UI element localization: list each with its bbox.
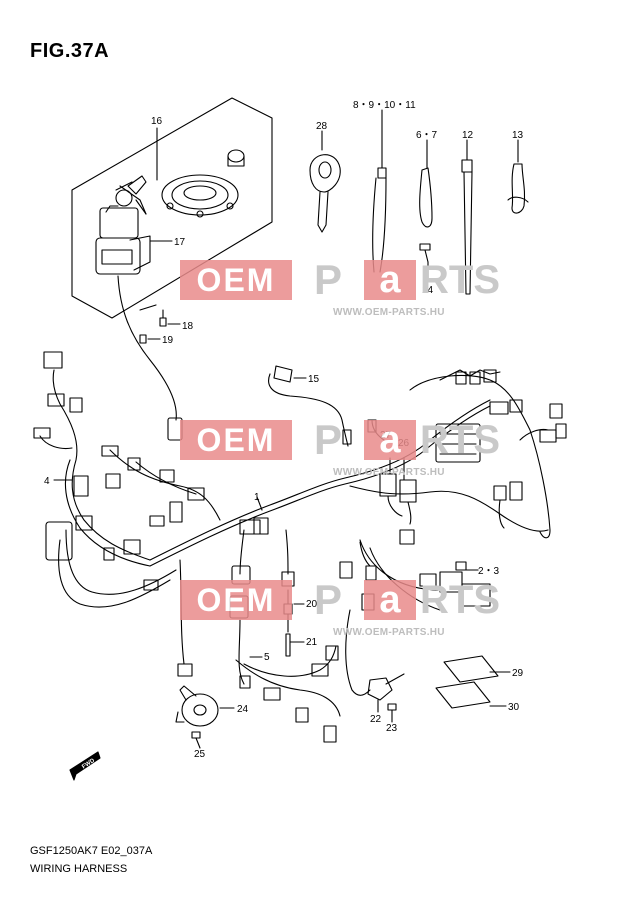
fuel-cap-lock xyxy=(161,174,239,218)
watermark-a: a xyxy=(364,259,416,301)
callout-numbers: 16 17 18 19 28 8・9・10・11 6・7 12 13 14 15… xyxy=(44,100,524,760)
left-branch-4 xyxy=(33,351,151,567)
watermark-p: P xyxy=(313,256,342,303)
bolt-25 xyxy=(191,731,201,749)
callout-30: 30 xyxy=(508,702,520,713)
watermark-middle: OEM P a RTS xyxy=(180,416,530,463)
lower-branch-5 xyxy=(235,659,341,717)
watermark-oem: OEM xyxy=(180,580,292,620)
watermark-rts: RTS xyxy=(420,417,500,462)
callout-14: 14 xyxy=(422,285,434,296)
left-lower-branch xyxy=(45,515,193,677)
callout-23: 23 xyxy=(386,723,398,734)
callout-29: 29 xyxy=(512,668,524,679)
callout-19: 19 xyxy=(162,335,174,346)
callout-8-11: 8・9・10・11 xyxy=(353,100,416,111)
gear-switch-lead xyxy=(285,529,289,575)
pad-30 xyxy=(435,681,491,709)
bolt-14 xyxy=(419,243,431,283)
clamp-13 xyxy=(507,139,529,214)
watermark-oem: OEM xyxy=(180,420,292,460)
callout-1: 1 xyxy=(254,492,260,503)
tie-12 xyxy=(461,139,473,295)
callout-21: 21 xyxy=(306,637,318,648)
callout-24: 24 xyxy=(237,704,249,715)
ignition-switch xyxy=(95,181,173,275)
watermark-a: a xyxy=(364,579,416,621)
watermark-rts: RTS xyxy=(420,257,500,302)
clamp-8-11 xyxy=(372,109,387,273)
watermark-oem: OEM xyxy=(180,260,292,300)
sensor-lead-15 xyxy=(268,365,352,447)
callout-12: 12 xyxy=(462,130,474,141)
front-connectors xyxy=(101,445,221,561)
watermark-p: P xyxy=(313,416,342,463)
figure-caption: WIRING HARNESS xyxy=(30,863,128,875)
callout-15: 15 xyxy=(308,374,320,385)
callout-22: 22 xyxy=(370,714,382,725)
watermark-rts: RTS xyxy=(420,577,500,622)
watermark-a: a xyxy=(364,419,416,461)
bolt-23 xyxy=(387,703,397,723)
clamp-6-7 xyxy=(419,139,433,228)
watermark-top: OEM P a RTS xyxy=(180,256,530,303)
seat-lock xyxy=(227,149,245,167)
callout-20: 20 xyxy=(306,599,318,610)
callout-16: 16 xyxy=(151,116,163,127)
figure-title: FIG.37A xyxy=(30,40,110,62)
callout-5: 5 xyxy=(264,652,270,663)
watermark-bottom: OEM P a RTS xyxy=(180,576,530,623)
bolt-18 xyxy=(159,309,181,327)
box-key xyxy=(127,175,147,215)
leader-1 xyxy=(256,496,263,511)
main-harness-trunk xyxy=(149,399,491,561)
callout-28: 28 xyxy=(316,121,328,132)
right-harness xyxy=(409,374,551,539)
watermark-url-middle: WWW.OEM-PARTS.HU xyxy=(333,467,445,478)
fwd-arrow xyxy=(69,751,101,781)
watermark-p: P xyxy=(313,576,342,623)
callout-2-3: 2・3 xyxy=(478,566,500,577)
model-code: GSF1250AK7 E02_037A xyxy=(30,845,153,857)
horn-24 xyxy=(175,685,235,727)
pad-29 xyxy=(443,655,499,683)
watermark-url-top: WWW.OEM-PARTS.HU xyxy=(333,307,445,318)
ignition-lead xyxy=(117,275,177,421)
ecm-connectors xyxy=(379,423,481,545)
bolt-19 xyxy=(139,334,161,344)
callout-4: 4 xyxy=(44,476,50,487)
callout-25: 25 xyxy=(194,749,206,760)
callout-6-7: 6・7 xyxy=(416,130,438,141)
watermark-url-bottom: WWW.OEM-PARTS.HU xyxy=(333,627,445,638)
callout-18: 18 xyxy=(182,321,194,332)
callout-13: 13 xyxy=(512,130,524,141)
callout-17: 17 xyxy=(174,237,186,248)
key-28 xyxy=(309,130,341,233)
ignition-set-outline xyxy=(71,97,273,319)
middle-drop xyxy=(239,529,245,575)
